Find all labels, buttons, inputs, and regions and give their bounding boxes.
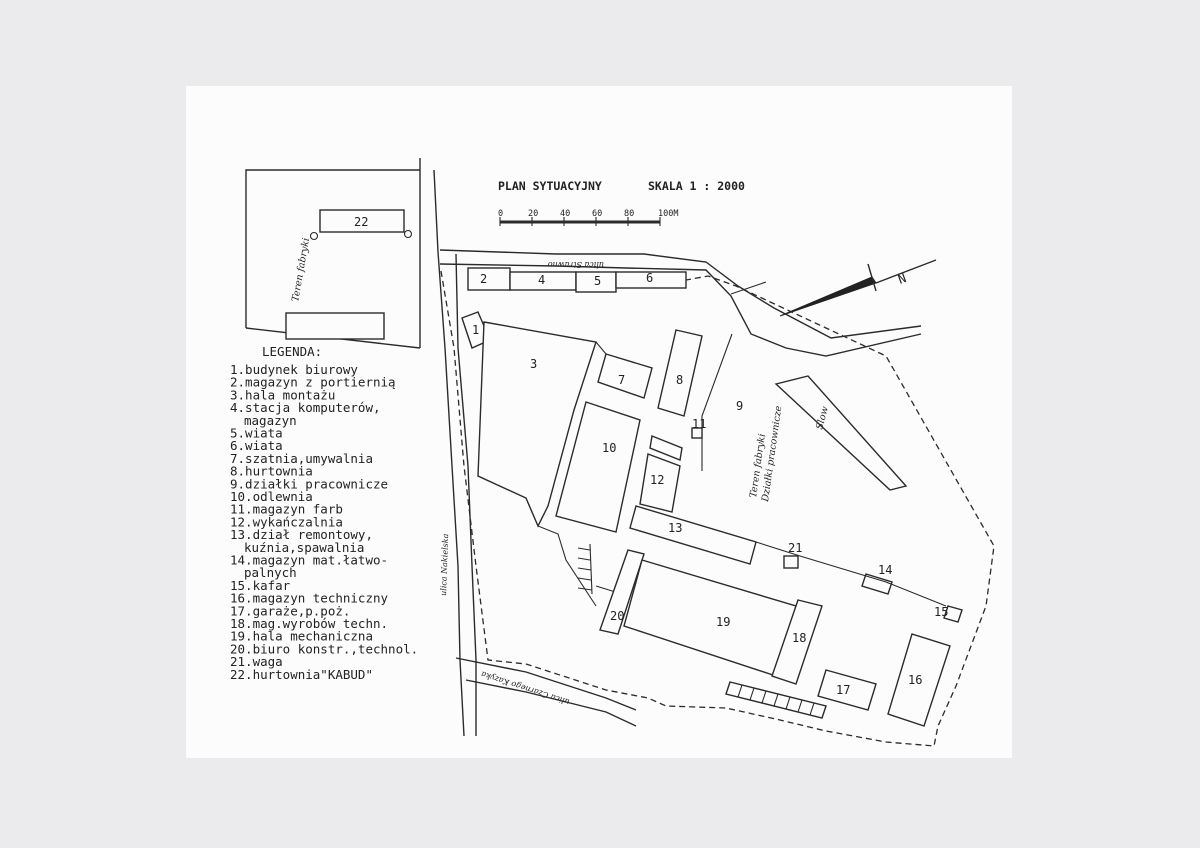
building-number: 11 bbox=[692, 417, 706, 431]
building-number: 9 bbox=[736, 399, 743, 413]
legend-item: 5.wiata bbox=[230, 426, 283, 441]
legend-item: 3.hala montażu bbox=[230, 387, 335, 402]
north-arrow-icon: N bbox=[779, 259, 937, 317]
legend-item: 8.hurtownia bbox=[230, 464, 313, 479]
building-3 bbox=[477, 321, 597, 528]
building-2 bbox=[467, 267, 511, 291]
plot-22: 22 Teren fabryki bbox=[245, 158, 421, 349]
factory-boundary bbox=[440, 270, 995, 747]
building-17 bbox=[817, 669, 877, 711]
building-number: 13 bbox=[668, 521, 682, 535]
building-number: 4 bbox=[538, 273, 545, 287]
legend-item: 2.magazyn z portiernią bbox=[230, 375, 396, 390]
legend-item: 16.magazyn techniczny bbox=[230, 591, 389, 606]
building-number: 14 bbox=[878, 563, 892, 577]
building-number: 17 bbox=[836, 683, 850, 697]
buildings-row-top: 2 4 5 6 bbox=[467, 267, 687, 293]
legend-item: 12.wykańczalnia bbox=[230, 514, 343, 529]
area-label-teren: Teren fabryki bbox=[290, 237, 312, 302]
building-number: 8 bbox=[676, 373, 683, 387]
scale-text: SKALA 1 : 2000 bbox=[648, 179, 745, 193]
legend-item: 15.kafar bbox=[230, 578, 291, 593]
legend-item: 21.waga bbox=[230, 654, 283, 669]
building-14 bbox=[861, 573, 893, 595]
building-number: 21 bbox=[788, 541, 802, 555]
street-czarnego: ulica Czarnego Kazyka bbox=[480, 669, 571, 706]
building-number: 10 bbox=[602, 441, 616, 455]
legend-item: 22.hurtownia"KABUD" bbox=[230, 667, 373, 682]
building-12 bbox=[639, 453, 681, 513]
area-slow bbox=[774, 375, 908, 491]
legend-item: palnych bbox=[244, 565, 297, 580]
map-title: PLAN SYTUACYJNY bbox=[498, 179, 602, 193]
building-number: 20 bbox=[610, 609, 624, 623]
building-22 bbox=[319, 209, 405, 233]
legend-item: kuźnia,spawalnia bbox=[244, 540, 364, 555]
building-15 bbox=[943, 605, 963, 623]
building-number: 6 bbox=[646, 271, 653, 285]
building-16 bbox=[887, 633, 951, 727]
building-20 bbox=[599, 549, 645, 635]
building-number: 18 bbox=[792, 631, 806, 645]
scale-tick-label: 100M bbox=[658, 209, 678, 219]
building-11 bbox=[691, 427, 703, 439]
legend-item: 6.wiata bbox=[230, 438, 283, 453]
building-number: 2 bbox=[480, 272, 487, 286]
building-13 bbox=[629, 505, 757, 565]
street-nakielska: ulica Nakielska bbox=[439, 533, 450, 596]
legend-item: 19.hala mechaniczna bbox=[230, 629, 373, 644]
building-number: 22 bbox=[354, 215, 368, 229]
legend-title: LEGENDA: bbox=[262, 344, 322, 359]
scale-tick-label: 80 bbox=[624, 209, 634, 219]
building-21 bbox=[783, 555, 799, 569]
legend-item: 10.odlewnia bbox=[230, 489, 313, 504]
legend-item: 1.budynek biurowy bbox=[230, 362, 358, 377]
building-number: 5 bbox=[594, 274, 601, 288]
legend-item: 13.dział remontowy, bbox=[230, 527, 373, 542]
map-sheet: PLAN SYTUACYJNY SKALA 1 : 2000 0 20 40 6… bbox=[186, 86, 1012, 758]
street-strawno: ulica Strawno bbox=[548, 260, 604, 269]
scale-tick-label: 0 bbox=[498, 209, 503, 219]
scale-tick-label: 60 bbox=[592, 209, 602, 219]
building-number: 1 bbox=[472, 323, 479, 337]
building-7 bbox=[597, 353, 653, 399]
legend-item: 20.biuro konstr.,technol. bbox=[230, 641, 418, 656]
building-number: 7 bbox=[618, 373, 625, 387]
building-number: 12 bbox=[650, 473, 664, 487]
legend-item: 7.szatnia,umywalnia bbox=[230, 451, 373, 466]
legend-item: 14.magazyn mat.łatwo- bbox=[230, 553, 388, 568]
building-19 bbox=[623, 559, 797, 677]
north-label: N bbox=[896, 270, 908, 287]
scale-tick-label: 20 bbox=[528, 209, 538, 219]
building-number: 15 bbox=[934, 605, 948, 619]
building-10 bbox=[555, 401, 641, 533]
site-plan-map: PLAN SYTUACYJNY SKALA 1 : 2000 0 20 40 6… bbox=[230, 158, 995, 747]
legend-item: 18.mag.wyrobów techn. bbox=[230, 616, 388, 631]
scale-bar: 0 20 40 60 80 100M bbox=[498, 209, 678, 226]
building-6 bbox=[615, 271, 687, 289]
legend-item: 11.magazyn farb bbox=[230, 502, 343, 517]
legend-item: magazyn bbox=[244, 413, 297, 428]
legend-item: 17.garaże,p.poż. bbox=[230, 603, 350, 618]
building-number: 3 bbox=[530, 357, 537, 371]
building-number: 19 bbox=[716, 615, 730, 629]
building-18 bbox=[771, 599, 823, 685]
building-8 bbox=[657, 329, 703, 417]
legend-item: 9.działki pracownicze bbox=[230, 476, 388, 491]
scale-tick-label: 40 bbox=[560, 209, 570, 219]
legend-item: 4.stacja komputerów, bbox=[230, 400, 381, 415]
shed-comb bbox=[577, 543, 593, 595]
building-number: 16 bbox=[908, 673, 922, 687]
garage-row bbox=[725, 681, 827, 719]
